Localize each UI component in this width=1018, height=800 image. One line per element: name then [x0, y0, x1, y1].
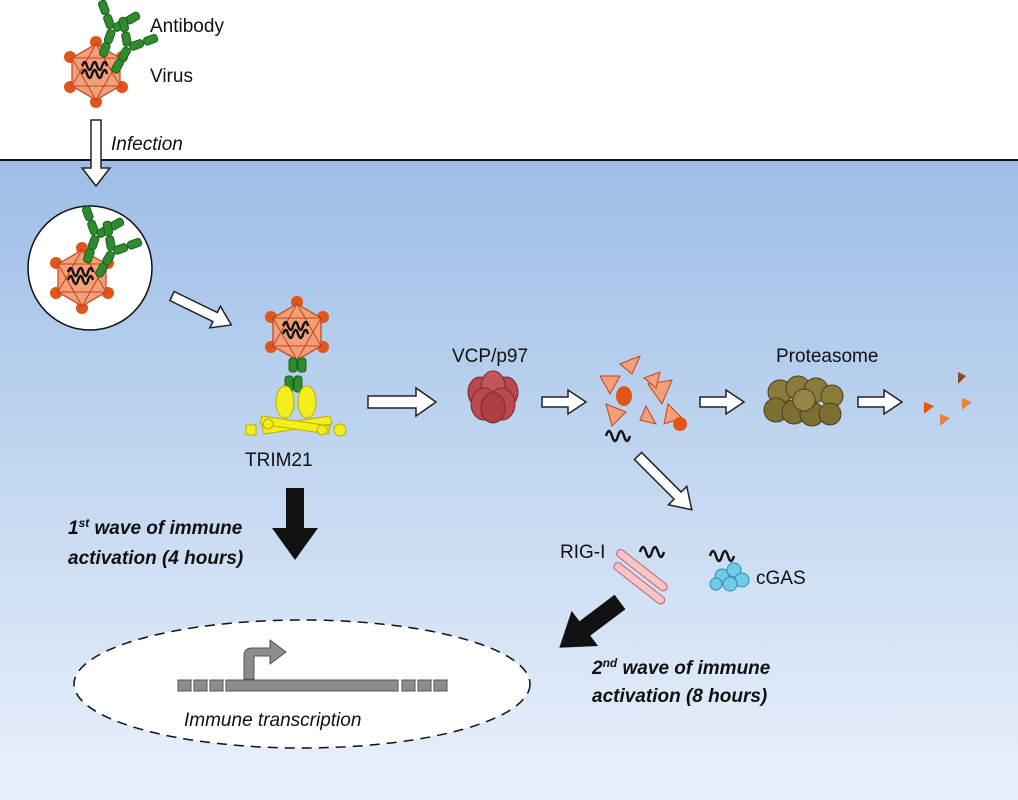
label-proteasome: Proteasome: [776, 346, 878, 367]
label-infection: Infection: [111, 134, 183, 155]
capsid-fragments: [599, 355, 687, 443]
arrow-fragments-to-sensors: [633, 451, 693, 511]
label-immune-transcription: Immune transcription: [184, 710, 361, 731]
wave2-line1: 2nd wave of immune: [591, 656, 771, 679]
proteasome: [763, 375, 844, 427]
degraded-peptides: [924, 372, 972, 426]
extracellular-virus-antibody: [62, 0, 162, 110]
wave1-line2: activation (4 hours): [68, 548, 243, 569]
vcp-p97: [467, 370, 519, 424]
label-trim21: TRIM21: [245, 450, 313, 471]
label-virus: Virus: [150, 66, 193, 87]
cgas-sensor: [708, 549, 750, 592]
label-vcp: VCP/p97: [452, 346, 528, 367]
arrow-trim21-to-vcp: [367, 386, 438, 418]
label-rig-i: RIG-I: [560, 542, 605, 563]
transcription-start-arrow-icon: [243, 639, 287, 680]
rig-i-sensor: [613, 545, 668, 605]
infection-arrow: [80, 119, 112, 188]
arrow-endosome-to-trim21: [168, 290, 233, 329]
second-wave-arrow: [559, 594, 626, 648]
endosome: [27, 202, 153, 331]
label-cgas: cGAS: [756, 568, 806, 589]
first-wave-arrow: [272, 488, 318, 560]
gene-locus: [177, 679, 448, 692]
trim21-complex: [245, 294, 347, 437]
wave2-line2: activation (8 hours): [592, 686, 767, 707]
wave1-line1: 1st wave of immune: [68, 516, 243, 539]
label-antibody: Antibody: [150, 16, 224, 37]
